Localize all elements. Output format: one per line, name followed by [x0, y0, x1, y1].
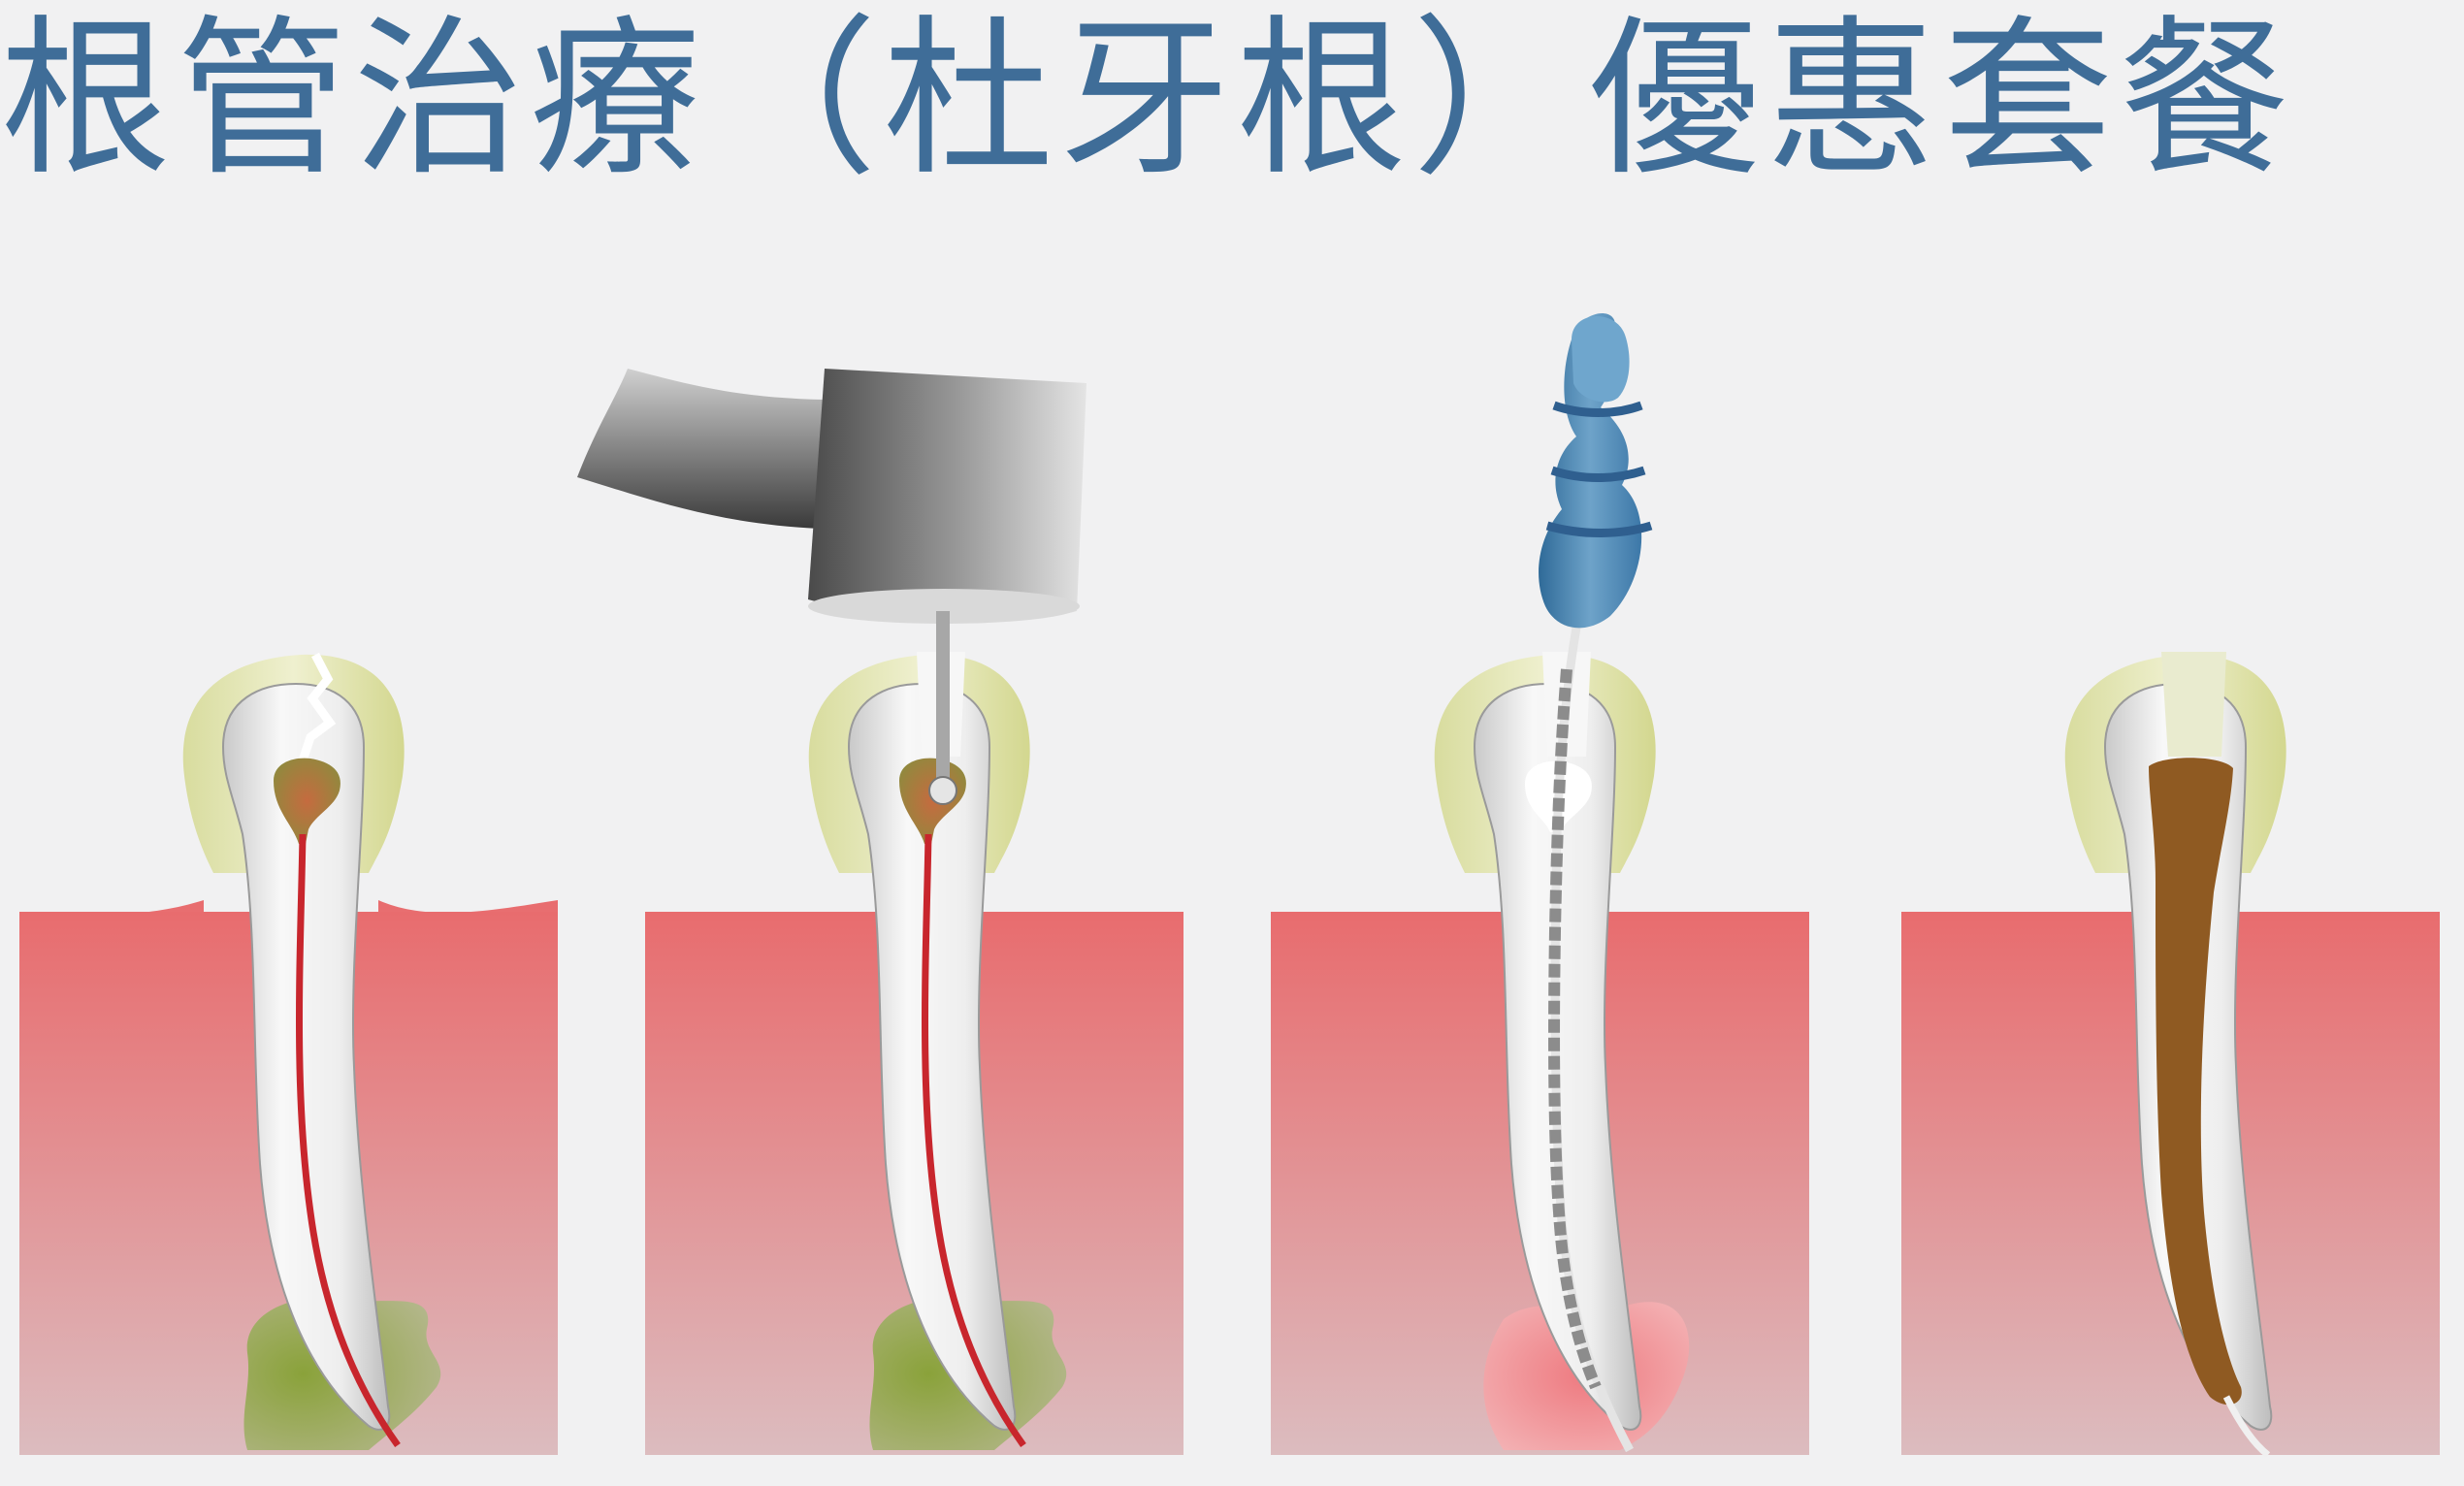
root-filling: [2149, 758, 2242, 1405]
file-ring: [1550, 466, 1646, 482]
drill-head-base: [808, 589, 1080, 624]
nerve: [296, 833, 401, 1448]
nerve: [922, 833, 1026, 1448]
gutta-percha-tip: [2222, 1395, 2271, 1458]
crack: [296, 652, 337, 768]
file-ring: [1552, 401, 1643, 417]
temporary-seal: [2161, 652, 2226, 757]
drill-shaft: [936, 611, 950, 791]
drill-bit: [928, 776, 957, 805]
file-ring: [1545, 521, 1653, 537]
drill-hose: [577, 369, 825, 529]
dental-drill: [577, 369, 1086, 805]
file-spiral: [1548, 668, 1602, 1390]
tooth-root: [847, 682, 1017, 1431]
page-title: 根管治療（杜牙根）優惠套餐: [0, 0, 2296, 199]
panel-infected-tooth: [19, 652, 558, 1455]
tooth-root: [221, 682, 391, 1431]
file-handle-top: [1572, 316, 1630, 403]
panel-drilling: [577, 369, 1183, 1455]
pulp-chamber: [274, 758, 340, 844]
file-handle: [1539, 313, 1642, 629]
panel-cleaning: [1271, 313, 1809, 1455]
drill-head: [808, 369, 1086, 621]
endodontic-file: [1539, 313, 1653, 1453]
panel-filled: [1901, 652, 2440, 1458]
